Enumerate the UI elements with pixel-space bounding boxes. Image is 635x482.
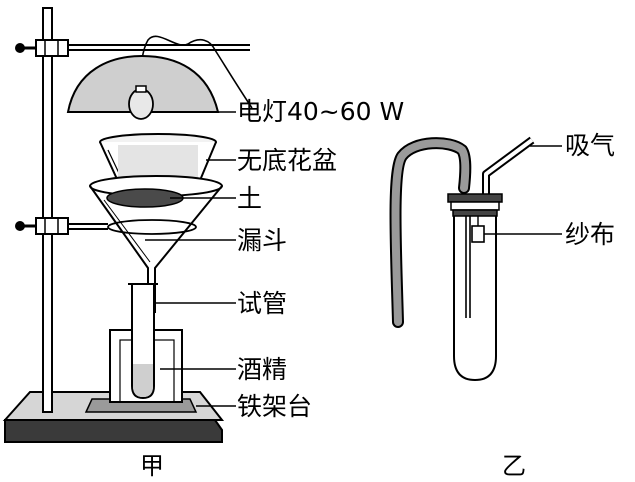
- apparatus-a: 电灯40~60 W 无底花盆 土 漏斗 试管 酒精 铁架台 甲: [2, 7, 404, 480]
- lamp-bulb: [128, 85, 154, 120]
- label-test-tube: 试管: [237, 289, 287, 318]
- lamp-shade: [66, 54, 220, 113]
- gauze: [471, 225, 485, 243]
- caption-b: 乙: [502, 452, 526, 480]
- iron-stand-base: [2, 391, 225, 443]
- label-iron-stand: 铁架台: [237, 392, 312, 421]
- caption-a: 甲: [140, 452, 164, 480]
- label-lamp: 电灯40~60 W: [237, 97, 404, 126]
- label-flowerpot: 无底花盆: [237, 146, 337, 175]
- collecting-tube: [453, 202, 497, 382]
- label-suction: 吸气: [565, 131, 615, 160]
- lamp-cord: [139, 35, 253, 109]
- lower-clamp: [15, 217, 197, 235]
- leader-lines-b: [484, 145, 562, 235]
- label-soil: 土: [237, 184, 262, 213]
- label-gauze: 纱布: [565, 220, 615, 249]
- upper-clamp: [15, 39, 250, 57]
- apparatus-b: 吸气 纱布 乙: [389, 131, 615, 480]
- stand-rod: [42, 7, 53, 413]
- leader-lines-a: [145, 111, 236, 407]
- test-tube: [128, 283, 158, 400]
- label-alcohol: 酒精: [237, 355, 287, 384]
- rubber-stopper: [447, 193, 503, 217]
- label-funnel: 漏斗: [237, 226, 287, 255]
